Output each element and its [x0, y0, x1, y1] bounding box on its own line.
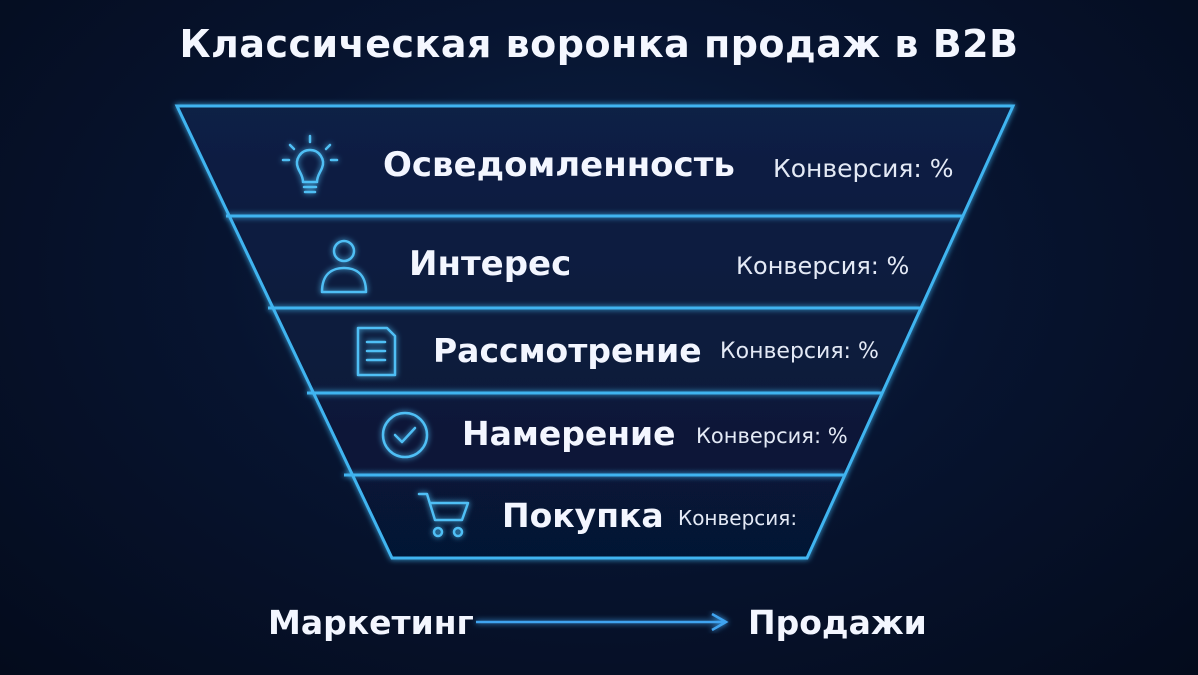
- flow-label-sales: Продажи: [748, 603, 927, 642]
- stage-label-intent: Намерение: [462, 414, 676, 453]
- conversion-label-consideration: Конверсия: %: [720, 339, 879, 364]
- lightbulb-icon: [281, 134, 339, 194]
- flow-arrow: [476, 612, 729, 632]
- shopping-cart-icon: [417, 492, 470, 538]
- user-icon: [320, 239, 368, 294]
- diagram-title: Классическая воронка продаж в B2B: [179, 22, 1019, 66]
- stage-label-awareness: Осведомленность: [383, 145, 735, 185]
- stage-label-consideration: Рассмотрение: [433, 331, 702, 370]
- stage-label-purchase: Покупка: [502, 496, 664, 535]
- conversion-label-intent: Конверсия: %: [696, 424, 848, 448]
- conversion-label-interest: Конверсия: %: [736, 252, 910, 280]
- stage-label-interest: Интерес: [409, 244, 572, 284]
- conversion-label-awareness: Конверсия: %: [773, 154, 954, 183]
- conversion-label-purchase: Конверсия:: [678, 506, 798, 530]
- checkmark-circle-icon: [381, 411, 429, 459]
- document-icon: [356, 326, 397, 377]
- flow-label-marketing: Маркетинг: [268, 603, 474, 642]
